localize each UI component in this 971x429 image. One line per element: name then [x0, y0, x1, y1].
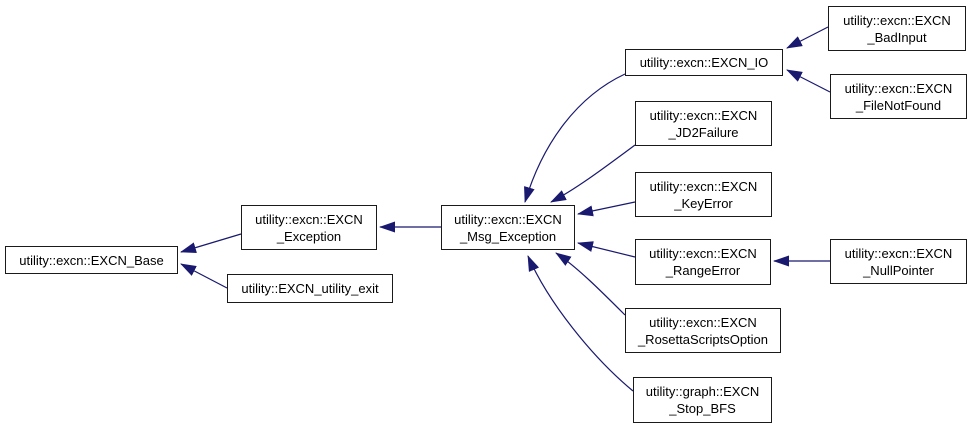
node-excn-rosettascriptsoption[interactable]: utility::excn::EXCN _RosettaScriptsOptio… [625, 308, 781, 353]
edge-rangeerror-to-msg-exception [577, 241, 636, 258]
edge-filenotfound-to-io [786, 69, 831, 93]
node-excn-jd2failure[interactable]: utility::excn::EXCN _JD2Failure [635, 101, 772, 146]
node-excn-badinput[interactable]: utility::excn::EXCN _BadInput [828, 6, 966, 51]
edge-stop-bfs-to-msg-exception [527, 255, 634, 392]
node-excn-keyerror[interactable]: utility::excn::EXCN _KeyError [635, 172, 772, 217]
edge-jd2failure-to-msg-exception [550, 144, 636, 203]
edge-badinput-to-io [786, 26, 829, 49]
edge-keyerror-to-msg-exception [577, 201, 636, 217]
edge-exception-to-base [180, 233, 242, 253]
node-excn-nullpointer[interactable]: utility::excn::EXCN _NullPointer [830, 239, 967, 284]
node-excn-utility-exit[interactable]: utility::EXCN_utility_exit [227, 274, 393, 303]
node-excn-io[interactable]: utility::excn::EXCN_IO [625, 49, 783, 76]
node-excn-exception[interactable]: utility::excn::EXCN _Exception [241, 205, 377, 250]
edge-utility-exit-to-base [180, 263, 228, 289]
edge-io-to-msg-exception [524, 73, 626, 203]
node-graph-excn-stop-bfs[interactable]: utility::graph::EXCN _Stop_BFS [633, 377, 772, 423]
node-excn-msg-exception[interactable]: utility::excn::EXCN _Msg_Exception [441, 205, 575, 250]
node-excn-rangeerror[interactable]: utility::excn::EXCN _RangeError [635, 239, 771, 285]
edge-rosettascriptsoption-to-msg-exception [555, 252, 626, 316]
node-excn-base[interactable]: utility::excn::EXCN_Base [5, 246, 178, 274]
node-excn-filenotfound[interactable]: utility::excn::EXCN _FileNotFound [830, 74, 967, 119]
